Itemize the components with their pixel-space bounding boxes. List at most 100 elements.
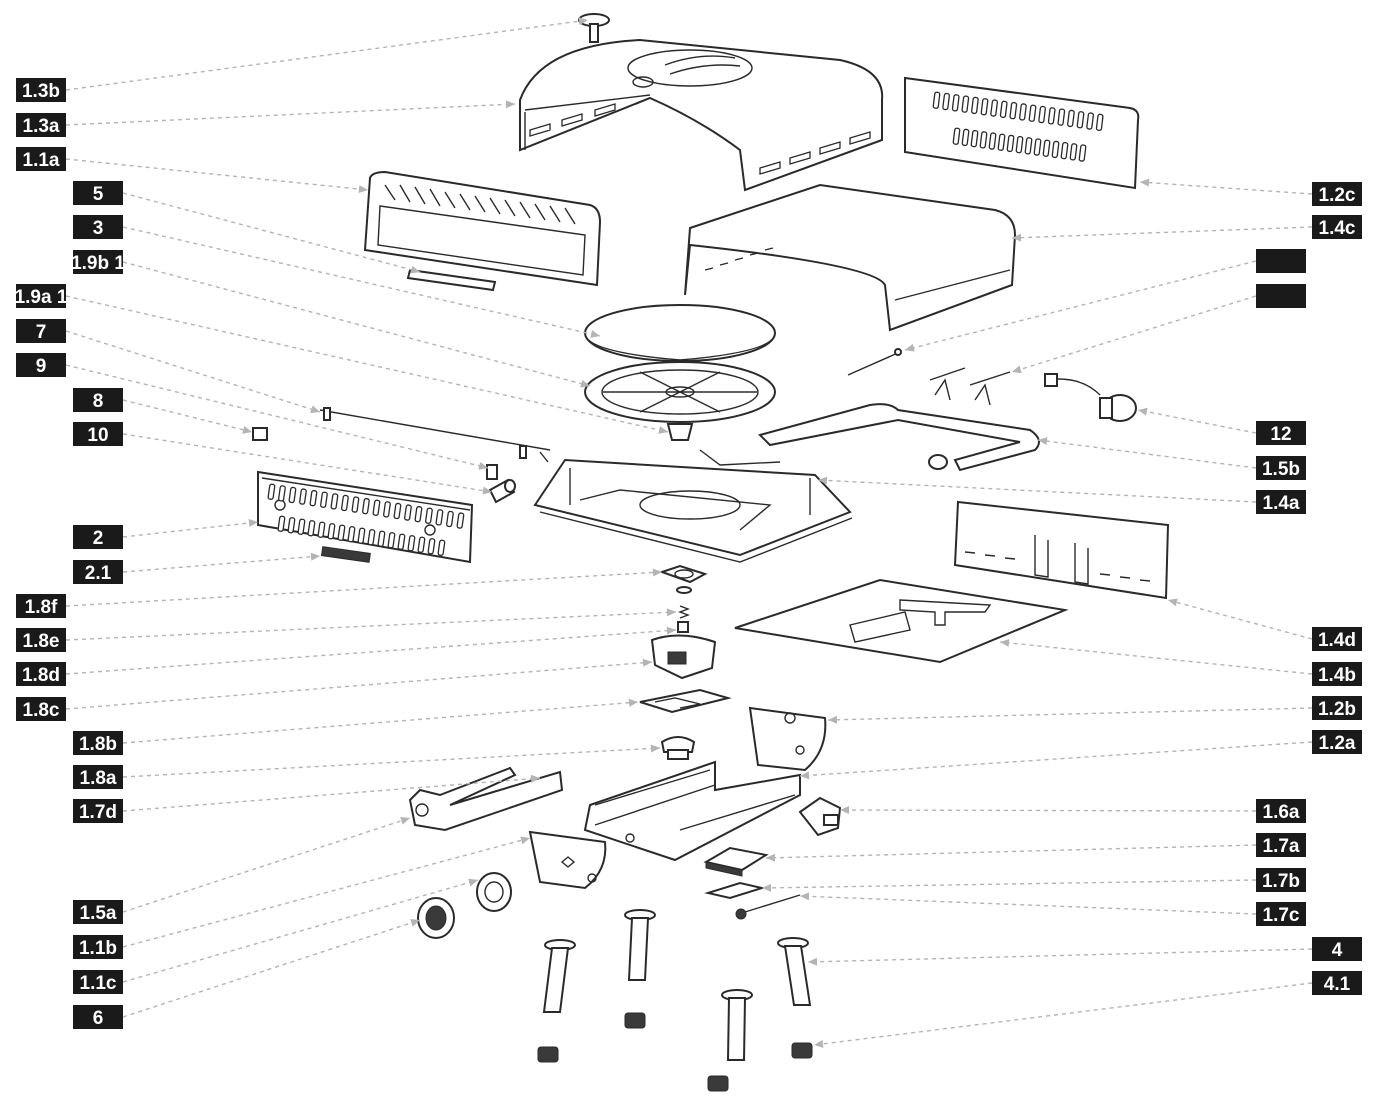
part-foot-4-1c — [707, 1075, 729, 1092]
leader-3 — [122, 226, 601, 338]
part-clip-9 — [486, 464, 498, 480]
leader-1-4b — [999, 638, 1313, 675]
label-1-9b: 1.9b 1 — [71, 250, 125, 274]
leader-1-5b — [1037, 437, 1257, 469]
svg-text:2: 2 — [93, 528, 104, 549]
leader-1-7c — [799, 892, 1257, 915]
label-4-1: 4.1 — [1312, 971, 1362, 995]
label-blank-1 — [1256, 249, 1306, 273]
leader-1-8a — [122, 744, 661, 778]
part-collar-1-8d — [677, 621, 689, 633]
part-knob-6 — [417, 897, 455, 939]
leader-1-2b — [827, 707, 1313, 724]
part-door-frame-1-1a — [363, 170, 602, 287]
parts-layer — [252, 13, 1170, 1092]
leader-lines — [65, 17, 1313, 1048]
part-burner-box-1-2a — [583, 760, 801, 862]
part-side-cap-1-2b — [748, 706, 827, 772]
label-1-8f: 1.8f — [16, 594, 66, 618]
leader-1-1c — [122, 878, 479, 983]
svg-text:2.1: 2.1 — [85, 563, 112, 584]
part-leg-4a — [542, 939, 576, 1013]
label-1-1b: 1.1b — [73, 935, 123, 959]
label-blank-2 — [1256, 284, 1306, 308]
svg-text:7: 7 — [36, 322, 47, 343]
label-1-8d: 1.8d — [16, 662, 66, 686]
svg-text:1.1b: 1.1b — [79, 938, 117, 959]
leader-1-2a — [799, 741, 1313, 780]
svg-text:1.5a: 1.5a — [80, 903, 117, 924]
svg-text:1.8f: 1.8f — [25, 597, 58, 618]
callout-labels: 1.3b 1.3a 1.1a 5 3 1.9b 1 1.9a 1 7 9 8 1… — [15, 78, 1362, 1029]
svg-text:1.3b: 1.3b — [22, 81, 60, 102]
label-3: 3 — [73, 215, 123, 239]
part-rod-7 — [319, 407, 551, 463]
leader-1-8d — [65, 626, 677, 675]
label-1-3b: 1.3b — [16, 78, 66, 102]
part-side-cap-lower — [528, 830, 607, 890]
svg-text:10: 10 — [87, 425, 108, 446]
leader-1-8e — [65, 608, 677, 641]
part-pin-upper — [847, 348, 902, 376]
part-igniter-12 — [1044, 373, 1137, 422]
part-bracket-1-8b — [639, 688, 732, 714]
label-6: 6 — [73, 1005, 123, 1029]
label-1-2a: 1.2a — [1312, 730, 1362, 754]
part-badge-2-1 — [320, 546, 371, 563]
label-1-1a: 1.1a — [16, 147, 66, 171]
svg-text:1.7c: 1.7c — [1263, 905, 1300, 926]
part-block-8 — [252, 427, 268, 441]
label-5: 5 — [73, 181, 123, 205]
label-4: 4 — [1312, 937, 1362, 961]
label-1-8c: 1.8c — [16, 697, 66, 721]
svg-text:1.1a: 1.1a — [23, 150, 60, 171]
leader-1-8b — [122, 698, 639, 744]
part-bottom-plate-1-4b — [734, 578, 1069, 664]
part-base-tray-1-4a — [533, 449, 853, 563]
part-motor-housing-1-8c — [650, 634, 717, 680]
part-pin-lower — [929, 367, 1011, 386]
part-foot-4-1b — [624, 1012, 646, 1029]
label-1-8b: 1.8b — [73, 731, 123, 755]
label-9: 9 — [16, 353, 66, 377]
part-burner-1-5a — [408, 766, 564, 832]
label-7: 7 — [16, 319, 66, 343]
svg-text:4.1: 4.1 — [1324, 974, 1351, 995]
svg-text:6: 6 — [93, 1008, 104, 1029]
leader-4-1 — [813, 982, 1313, 1048]
svg-text:1.8b: 1.8b — [79, 734, 117, 755]
part-spindle-1-9a — [666, 423, 694, 441]
part-probe-1-7c — [735, 894, 801, 920]
svg-text:5: 5 — [93, 184, 104, 205]
svg-text:3: 3 — [93, 218, 104, 239]
svg-text:1.2a: 1.2a — [1319, 733, 1356, 754]
part-spring-1-8e — [678, 605, 690, 619]
label-1-2c: 1.2c — [1312, 182, 1362, 206]
label-10: 10 — [73, 422, 123, 446]
part-foot-4-1a — [537, 1046, 559, 1063]
leader-1-8c — [65, 658, 653, 710]
label-2-1: 2.1 — [73, 560, 123, 584]
label-1-7b: 1.7b — [1256, 868, 1306, 892]
svg-text:9: 9 — [36, 356, 47, 377]
svg-text:1.3a: 1.3a — [23, 116, 60, 137]
label-1-1c: 1.1c — [73, 970, 123, 994]
leader-1-4c — [1011, 226, 1313, 242]
leader-1-7b — [761, 879, 1257, 892]
leader-8 — [122, 399, 253, 434]
svg-text:12: 12 — [1270, 424, 1291, 445]
part-rotating-grid-1-9b — [584, 361, 776, 423]
leader-5 — [122, 192, 421, 274]
part-pizza-stone-3 — [584, 304, 776, 362]
svg-text:1.2c: 1.2c — [1319, 185, 1356, 206]
part-motor-1-8a — [660, 736, 696, 760]
part-leg-4b — [624, 909, 656, 981]
label-12: 12 — [1256, 421, 1306, 445]
leader-1-4a — [817, 476, 1257, 503]
leader-1-3b — [65, 17, 589, 91]
svg-text:1.5b: 1.5b — [1262, 459, 1300, 480]
leader-blank-2 — [1011, 295, 1257, 374]
part-cylinder-10 — [488, 478, 516, 504]
svg-text:1.8c: 1.8c — [23, 700, 60, 721]
leader-4 — [807, 948, 1313, 966]
